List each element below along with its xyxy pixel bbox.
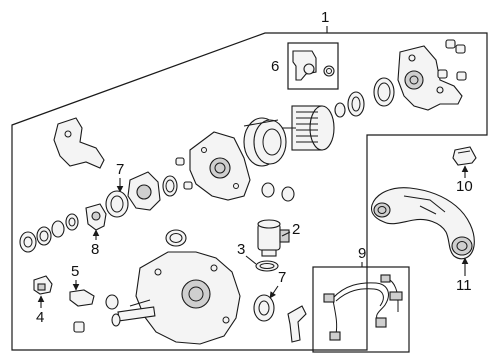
small-fittings-part [162,157,295,202]
callout-7-lower: 7 [278,269,286,286]
callout-7-upper: 7 [116,161,124,178]
callout-9-box [312,266,410,353]
o-ring-part [255,260,279,272]
callout-5: 5 [71,263,79,280]
clutch-housing-part [243,117,287,167]
callout-3: 3 [237,241,245,258]
callout-8: 8 [91,241,99,258]
carrier-part [127,171,161,211]
seal-ring-part [165,229,187,247]
callout-10: 10 [456,178,473,195]
bracket-clip-part [452,146,477,166]
callout-6-box [287,42,339,90]
case-housing-part [189,131,251,201]
ring-stack-part [19,213,79,253]
switch-5-part [69,289,119,333]
callout-9: 9 [358,245,366,262]
sensor-part [292,50,335,81]
callout-6: 6 [271,58,279,75]
callout-1: 1 [321,9,329,26]
oil-seal-lower-part [253,294,275,322]
callout-4: 4 [36,309,44,326]
assembly-frame [11,32,488,351]
shift-fork-part [287,305,307,343]
switch-4-part [33,275,53,295]
oil-seal-upper-part [105,190,129,218]
pinion-sensor-part [85,203,107,231]
gear-drum-part [282,102,346,151]
rear-cover-part [397,39,467,111]
bearing-part [347,77,395,117]
mount-arm-part [370,187,475,260]
actuator-motor-part [257,219,290,257]
wiring-harness-part [323,274,403,341]
callout-11: 11 [456,277,472,294]
main-case-part [111,251,241,345]
callout-2: 2 [292,221,300,238]
bracket-part [53,117,105,169]
